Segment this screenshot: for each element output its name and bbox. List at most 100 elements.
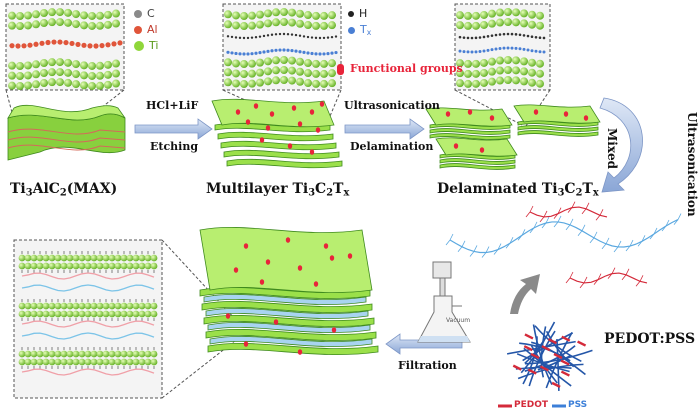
h-atom [254, 36, 258, 39]
ti-atom [32, 70, 40, 79]
ti-atom [520, 19, 528, 28]
ti-atom [88, 21, 96, 30]
ti-atom [8, 21, 16, 30]
ti-atom [72, 60, 80, 69]
ti-atom [80, 11, 88, 20]
pss-strand [517, 363, 584, 380]
tx-atom [506, 46, 510, 50]
pedot-chain-branch [597, 273, 602, 280]
ti-atom [240, 59, 248, 68]
ti-atom [24, 11, 32, 20]
ti-atom [16, 21, 24, 30]
ti-atom [536, 11, 544, 20]
film-ti-atom [150, 350, 158, 358]
tx-atom [310, 51, 314, 56]
film-ti-atom [18, 262, 26, 270]
functional-group-dot [287, 143, 293, 149]
functional-group-dot [225, 313, 231, 319]
pss-chain-branch [449, 233, 454, 241]
ti-atom [304, 79, 312, 88]
tx-atom [330, 51, 334, 55]
film-ti-atom [48, 358, 56, 366]
pedot-chain-branch [593, 279, 599, 285]
ti-atom [464, 79, 472, 88]
legend-carbon: C [134, 8, 155, 19]
ti-atom [232, 69, 240, 78]
ti-atom [456, 59, 464, 68]
ultrasonication-mix-label: Ultrasonication [685, 112, 699, 217]
film-polymer-layer [209, 336, 373, 347]
film-ti-atom [96, 262, 104, 270]
functional-group-dot [309, 109, 315, 115]
tx-atom [462, 50, 466, 54]
pss-chain-branch [473, 245, 478, 252]
h-atom [322, 36, 326, 40]
ti-atom [296, 77, 304, 86]
pedot-chain-branch [565, 277, 571, 284]
ti-atom [48, 78, 56, 87]
film-ti-atom [96, 358, 104, 366]
functional-group-dot [329, 255, 335, 261]
ti-atom [480, 68, 488, 77]
film-ti-atom [108, 302, 116, 310]
ti-atom [456, 69, 464, 78]
h-atom [318, 36, 322, 40]
ti-atom [288, 66, 296, 75]
functional-group-dot [489, 115, 495, 121]
ti-atom [96, 81, 104, 90]
pedot-chain-branch [567, 207, 573, 213]
hydrogen-atom-icon [348, 11, 354, 17]
film-ti-atom [144, 310, 152, 318]
film-ti-atom [54, 350, 62, 358]
ti-atom [264, 9, 272, 18]
tx-atom [466, 50, 470, 54]
pss-strand [545, 332, 573, 389]
pss-chain-branch [605, 237, 610, 245]
tx-atom [542, 50, 546, 54]
ti-atom [64, 8, 72, 17]
ti-atom [32, 20, 40, 29]
pss-chain-branch [593, 231, 598, 239]
film-ti-atom [138, 262, 146, 270]
mixed-label: Mixed [605, 128, 619, 170]
film-ti-atom [90, 310, 98, 318]
ti-atom [24, 71, 32, 80]
pss-chain-branch [637, 241, 643, 247]
h-atom [330, 35, 334, 39]
film-mxene-layer [203, 315, 375, 327]
tx-atom [250, 52, 254, 56]
ti-atom [288, 18, 296, 27]
ti-atom [224, 78, 232, 87]
al-atom [45, 39, 51, 46]
legend-functional-groups: Functional groups [337, 63, 463, 75]
tx-atom [230, 51, 234, 55]
pedot-segment [553, 352, 563, 360]
ti-atom [48, 68, 56, 77]
film-ti-atom [150, 262, 158, 270]
pss-chain-branch [529, 227, 535, 234]
film-ti-atom [138, 358, 146, 366]
tx-atom [534, 49, 538, 53]
film-ti-atom [18, 358, 26, 366]
ti-atom [472, 59, 480, 68]
tx-atom [234, 51, 238, 56]
ti-atom [512, 18, 520, 27]
filtration-label: Filtration [398, 359, 457, 372]
pss-chain-branch [521, 229, 526, 236]
functional-group-dot [313, 281, 319, 287]
film-ti-atom [126, 310, 134, 318]
ti-atom [264, 19, 272, 28]
tx-atom [270, 49, 274, 53]
h-atom [274, 33, 278, 36]
film-ti-atom [30, 358, 38, 366]
al-atom [111, 41, 117, 47]
functional-group-dot [253, 103, 259, 109]
film-ti-atom [120, 350, 128, 358]
ti-atom [224, 58, 232, 67]
delamination-arrow [344, 118, 425, 140]
film-ti-atom [96, 302, 104, 310]
tx-atom [226, 50, 230, 54]
h-atom [258, 35, 262, 38]
ti-atom [488, 9, 496, 18]
